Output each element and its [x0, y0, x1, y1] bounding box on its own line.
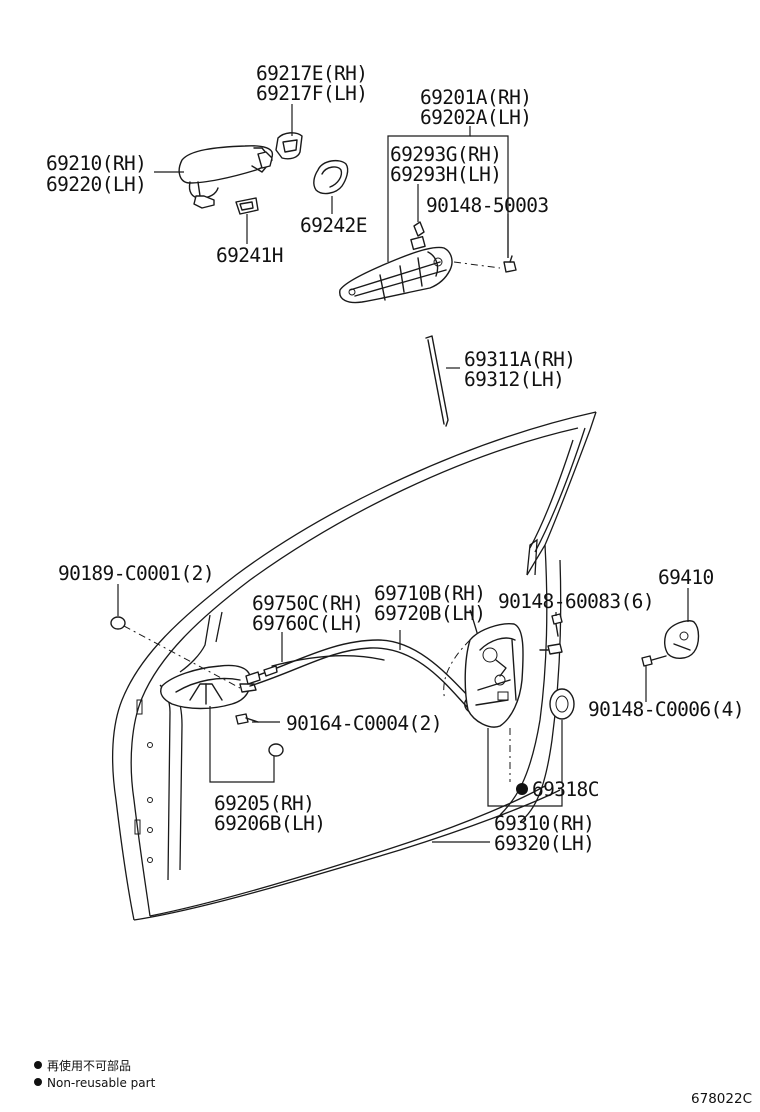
label-69760c: 69760C(LH)	[252, 612, 363, 635]
handle-frame-assembly	[339, 221, 517, 304]
label-69293g: 69293G(RH)	[390, 143, 501, 166]
lock-screws	[539, 613, 563, 655]
label-69293h: 69293H(LH)	[390, 163, 501, 186]
label-69217e: 69217E(RH)	[256, 62, 367, 85]
label-69311a: 69311A(RH)	[464, 348, 575, 371]
legend-line-2: Non-reusable part	[47, 1076, 156, 1090]
inner-door-handle	[160, 664, 257, 710]
label-90148-50003: 90148-50003	[426, 194, 549, 217]
label-69217f: 69217F(LH)	[256, 82, 367, 105]
lock-rod	[425, 335, 449, 427]
door-lock-assembly	[443, 623, 524, 728]
non-reusable-dot	[516, 783, 528, 795]
leader-lines	[117, 104, 689, 843]
label-69720b: 69720B(LH)	[374, 602, 485, 625]
label-69202a: 69202A(LH)	[420, 106, 531, 129]
label-69205: 69205(RH)	[214, 792, 314, 815]
label-90164-c0004: 90164-C0004(2)	[286, 712, 442, 735]
label-69241h: 69241H	[216, 244, 283, 267]
label-69206b: 69206B(LH)	[214, 812, 325, 835]
label-69312: 69312(LH)	[464, 368, 564, 391]
door-lock-cables	[245, 639, 475, 713]
label-69710b: 69710B(RH)	[374, 582, 485, 605]
part-labels: 69217E(RH) 69217F(LH) 69201A(RH) 69202A(…	[46, 62, 745, 855]
legend-dot-1	[34, 1061, 42, 1069]
handle-screws	[235, 713, 284, 757]
label-90189-c0001: 90189-C0001(2)	[58, 562, 214, 585]
label-69242e: 69242E	[300, 214, 367, 237]
door-frame	[111, 411, 597, 921]
handle-cover-cap	[275, 132, 303, 160]
label-69201a: 69201A(RH)	[420, 86, 531, 109]
label-69320: 69320(LH)	[494, 832, 594, 855]
legend-line-1: 再使用不可部品	[47, 1058, 131, 1073]
lock-grommet	[549, 688, 575, 720]
door-striker	[663, 620, 700, 659]
diagram-code: 678022C	[691, 1091, 752, 1107]
legend-dot-2	[34, 1078, 42, 1086]
label-69310: 69310(RH)	[494, 812, 594, 835]
label-69318c: 69318C	[532, 778, 599, 801]
label-69750c: 69750C(RH)	[252, 592, 363, 615]
label-90148-60083: 90148-60083(6)	[498, 590, 654, 613]
label-69210: 69210(RH)	[46, 152, 146, 175]
door-clip	[110, 616, 241, 689]
handle-pad	[313, 159, 349, 195]
label-69410: 69410	[658, 566, 714, 589]
label-69220: 69220(LH)	[46, 173, 146, 196]
outer-door-handle	[178, 145, 274, 209]
label-90148-c0006: 90148-C0006(4)	[588, 698, 744, 721]
legend: 再使用不可部品 Non-reusable part	[34, 1058, 156, 1090]
striker-screws	[641, 655, 667, 667]
handle-gasket	[235, 197, 259, 215]
